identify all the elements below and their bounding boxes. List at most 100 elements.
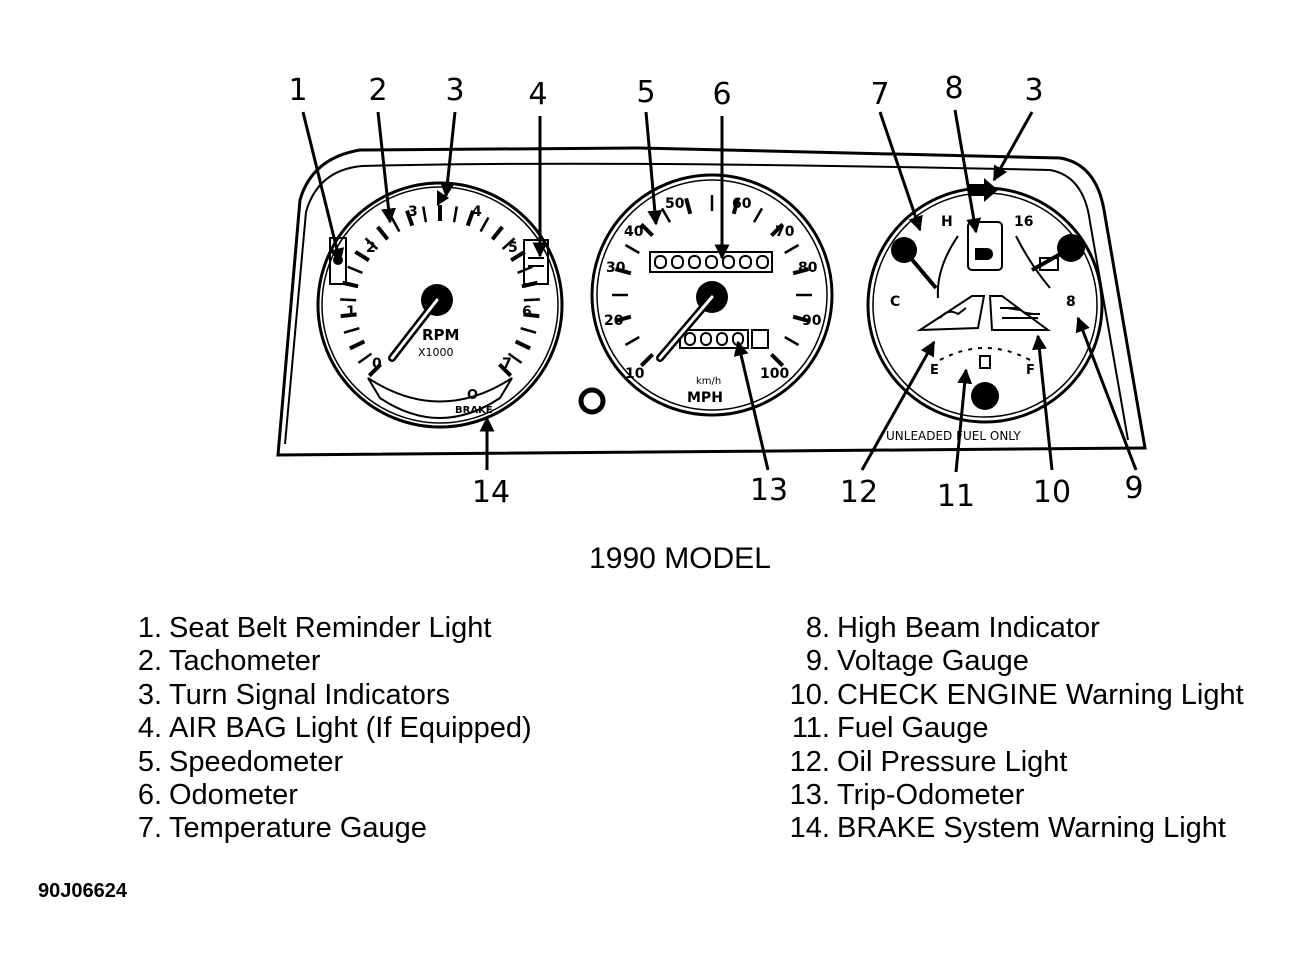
legend-num: 5.	[137, 745, 162, 778]
tach-tick-4: 4	[472, 204, 482, 220]
tach-tick-mark	[354, 250, 370, 263]
tach-tick-mark	[507, 352, 523, 364]
tach-tick-mark	[367, 362, 383, 378]
legend-num: 11.	[791, 712, 830, 745]
speedo-tick-mark	[639, 222, 655, 238]
arrow-11	[954, 368, 973, 473]
legend-item-14: 14.BRAKE System Warning Light	[782, 812, 1244, 845]
legend-item-12: 12.Oil Pressure Light	[782, 746, 1244, 779]
tach-tick-mark	[523, 312, 540, 319]
speedo-tick-mark	[639, 352, 655, 368]
speedo-tick-mark	[784, 335, 800, 347]
tach-tick-mark	[490, 225, 504, 241]
temp-cold-label: C	[890, 294, 900, 310]
tach-tick-5: 5	[508, 240, 518, 256]
legend-item-8: 8.High Beam Indicator	[782, 612, 1244, 645]
tach-tick-2: 2	[366, 240, 376, 256]
speedo-tick-mark	[769, 352, 785, 368]
temperature-gauge: H C	[890, 214, 959, 310]
speedo-tick-mark	[769, 222, 785, 238]
oil-pressure-light	[916, 295, 986, 332]
speedo-tick-60: 60	[732, 196, 752, 212]
legend-item-9: 9.Voltage Gauge	[782, 645, 1244, 678]
legend-num: 9.	[805, 645, 830, 678]
callout-8: 8	[944, 71, 964, 106]
speedo-tick-50: 50	[665, 196, 685, 212]
speedo-tick-mark	[614, 267, 632, 276]
legend-item-5: 5.Speedometer	[120, 746, 532, 779]
speedo-tick-mark	[784, 243, 800, 255]
arrow-5	[644, 111, 663, 226]
legend-text: High Beam Indicator	[837, 612, 1100, 644]
legend-num: 3.	[137, 678, 162, 711]
arrow-1	[301, 111, 345, 264]
legend-num: 10.	[789, 678, 830, 711]
legend-num: 8.	[805, 612, 830, 644]
arrow-7	[878, 111, 923, 232]
legend-item-7: 7.Temperature Gauge	[120, 812, 532, 845]
tach-tick-6: 6	[522, 304, 532, 320]
tach-tick-mark	[514, 339, 531, 351]
speedo-tick-30: 30	[606, 260, 626, 276]
instrument-cluster-diagram: 0 1 2 3 4 5 6 7 RPM X1000 O BRAKE 10 20 …	[276, 109, 1147, 473]
speedo-tick-mark	[731, 197, 740, 215]
tach-tick-mark	[523, 298, 540, 302]
brake-warning-o: O	[467, 388, 478, 403]
gauge-turn-signal-arrow-icon	[968, 178, 998, 202]
legend-num: 13.	[789, 779, 830, 812]
callout-3a: 3	[445, 73, 465, 108]
legend-item-4: 4.AIR BAG Light (If Equipped)	[120, 712, 532, 745]
legend-text: Turn Signal Indicators	[169, 678, 451, 711]
callout-14: 14	[471, 475, 511, 510]
cluster-inner-bezel	[284, 162, 1129, 445]
tach-tick-1: 1	[346, 304, 356, 320]
tach-tick-mark	[501, 237, 516, 250]
tach-tick-mark	[422, 206, 428, 223]
callout-2: 2	[368, 73, 388, 108]
temp-hot-label: H	[941, 214, 953, 230]
model-caption: 1990 MODEL	[589, 542, 771, 575]
tach-tick-mark	[479, 216, 490, 233]
tach-tick-mark	[390, 216, 401, 233]
legend-num: 6.	[137, 779, 162, 812]
speedo-tick-80: 80	[798, 260, 818, 276]
callout-1: 1	[288, 73, 308, 108]
brake-warning-label: BRAKE	[455, 405, 493, 416]
cluster-housing-outline	[276, 146, 1147, 457]
tach-tick-mark	[340, 298, 357, 302]
legend-text: Odometer	[169, 779, 298, 812]
speedo-kmh-label: km/h	[696, 376, 721, 387]
odometer-digit-cell	[756, 255, 769, 269]
speedo-tick-mark	[792, 267, 810, 276]
legend-item-10: 10.CHECK ENGINE Warning Light	[782, 679, 1244, 712]
speedo-tick-100: 100	[760, 366, 789, 382]
figure-id: 90J06624	[38, 880, 127, 902]
arrow-3a	[439, 111, 457, 198]
tachometer-gauge: 0 1 2 3 4 5 6 7 RPM X1000 O BRAKE	[316, 181, 564, 429]
legend-text: Trip-Odometer	[837, 779, 1025, 812]
tach-tick-mark	[497, 362, 513, 378]
volt-high-label: 16	[1014, 214, 1033, 230]
odometer-digit-cell	[722, 255, 735, 269]
legend-item-3: 3.Turn Signal Indicators	[120, 679, 532, 712]
speedo-mph-label: MPH	[687, 390, 723, 406]
speedometer-gauge: 10 20 30 40 50 60 70 80 90 100 km/h MPH	[590, 173, 834, 417]
legend-text: Fuel Gauge	[837, 712, 989, 745]
speedo-tick-40: 40	[624, 224, 644, 240]
legend-text: CHECK ENGINE Warning Light	[837, 678, 1244, 711]
speedo-tick-mark	[660, 207, 672, 223]
tach-tick-mark	[376, 225, 390, 241]
speedo-tick-mark	[752, 207, 764, 223]
speedo-tick-mark	[624, 243, 640, 255]
legend-right-column: 8.High Beam Indicator 9.Voltage Gauge 10…	[782, 612, 1244, 846]
voltage-gauge: 16 8	[1014, 214, 1085, 310]
legend-text: BRAKE System Warning Light	[837, 812, 1226, 845]
odometer-digit-cell	[739, 255, 752, 269]
arrow-13	[733, 340, 770, 471]
arrow-12	[860, 340, 936, 471]
speedo-tick-mark	[792, 314, 810, 323]
legend-num: 14.	[789, 812, 830, 845]
legend-text: Temperature Gauge	[169, 812, 427, 845]
trip-odometer-display	[679, 329, 769, 349]
legend-text: Tachometer	[169, 645, 321, 678]
